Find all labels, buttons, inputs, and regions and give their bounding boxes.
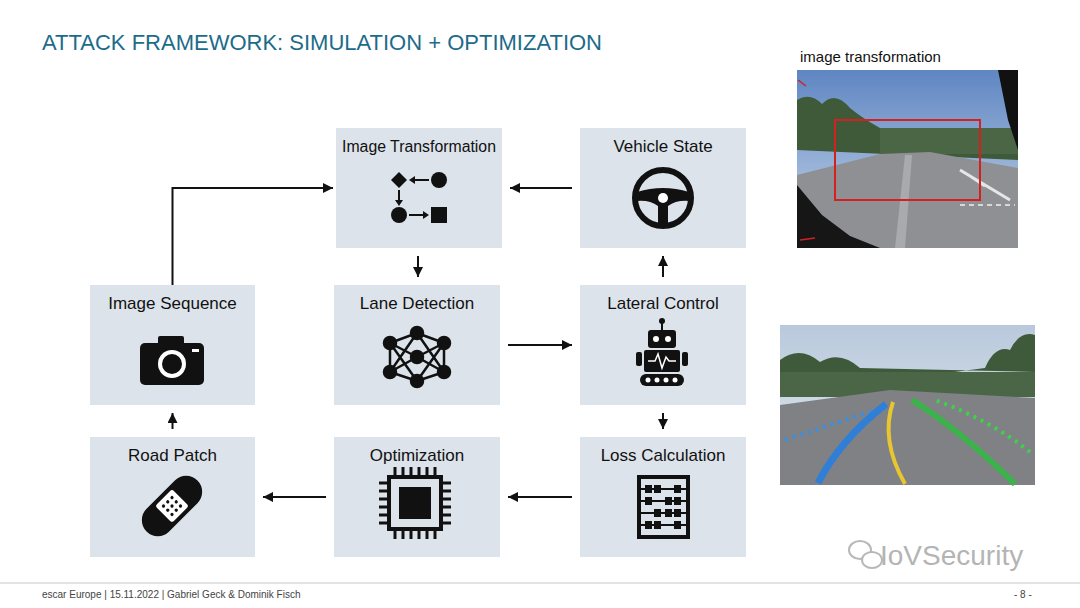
process-box: Road Patch xyxy=(90,437,255,557)
box-title: Road Patch xyxy=(128,445,217,467)
page-number: - 8 - xyxy=(1014,589,1032,600)
process-box: Vehicle State xyxy=(580,128,746,248)
flow-arrow xyxy=(172,413,174,429)
flow-arrow xyxy=(510,187,572,189)
flow-icon xyxy=(391,172,447,223)
flow-arrow xyxy=(508,496,572,498)
flow-arrow xyxy=(173,188,334,285)
flow-arrow xyxy=(417,256,419,277)
process-box: Optimization xyxy=(334,437,500,557)
process-box: Image Transformation xyxy=(336,128,502,248)
neural-network-icon xyxy=(384,327,450,387)
flow-arrow xyxy=(508,344,572,346)
box-title: Vehicle State xyxy=(613,136,712,158)
box-title: Lateral Control xyxy=(607,293,719,315)
box-title: Loss Calculation xyxy=(601,445,726,467)
bandage-icon xyxy=(135,469,209,543)
flow-arrow xyxy=(662,413,664,429)
chip-icon xyxy=(379,467,451,539)
robot-icon xyxy=(636,318,688,386)
wechat-icon xyxy=(849,541,882,568)
process-box: Lateral Control xyxy=(580,285,746,405)
box-title: Optimization xyxy=(370,445,464,467)
lane-detection-photo xyxy=(780,325,1035,485)
process-box: Image Sequence xyxy=(90,285,255,405)
footer-text: escar Europe | 15.11.2022 | Gabriel Geck… xyxy=(42,589,300,600)
abacus-icon xyxy=(639,477,688,537)
box-title: Image Transformation xyxy=(342,136,496,158)
box-title: Image Sequence xyxy=(108,293,237,315)
flow-arrow xyxy=(263,496,326,498)
process-box: Loss Calculation xyxy=(580,437,746,557)
road-photo-top xyxy=(797,70,1018,248)
box-title: Lane Detection xyxy=(360,293,474,315)
flow-arrow xyxy=(662,256,664,277)
slide-title: ATTACK FRAMEWORK: SIMULATION + OPTIMIZAT… xyxy=(42,30,602,56)
camera-icon xyxy=(140,336,204,385)
steering-wheel-icon xyxy=(635,170,691,226)
photo-caption: image transformation xyxy=(800,48,941,65)
watermark: IoVSecurity xyxy=(880,540,1023,572)
footer-rule xyxy=(0,583,1080,584)
process-box: Lane Detection xyxy=(334,285,500,405)
